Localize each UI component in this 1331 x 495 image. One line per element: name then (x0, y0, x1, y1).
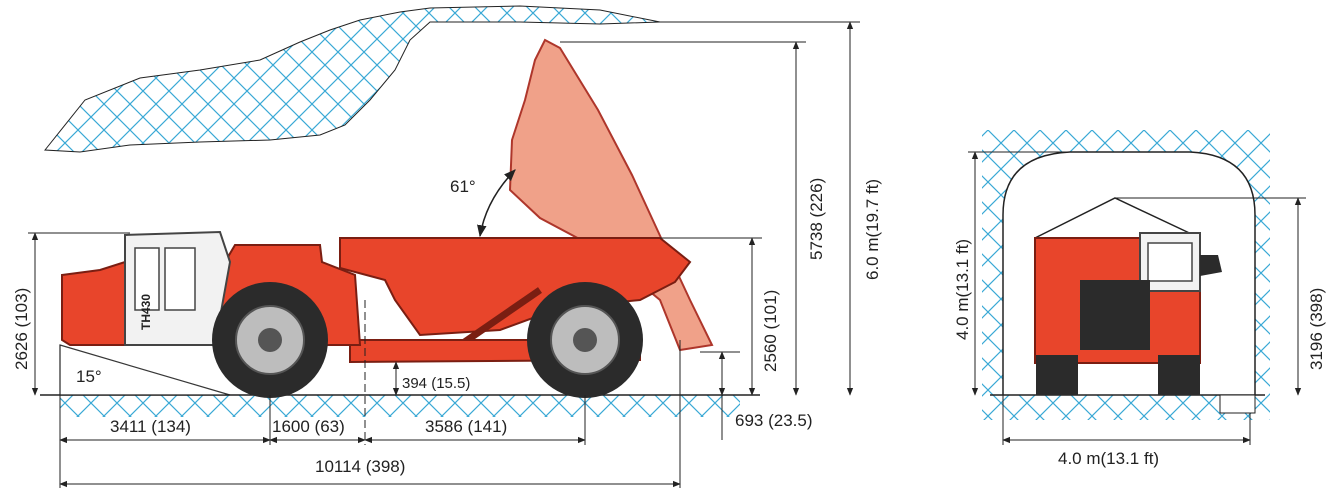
svg-text:2560 (101): 2560 (101) (761, 290, 780, 372)
dim-wheelbase-a: 1600 (63) (272, 417, 345, 436)
svg-text:2626 (103): 2626 (103) (12, 288, 31, 370)
svg-text:4.0 m(13.1 ft): 4.0 m(13.1 ft) (1058, 449, 1159, 468)
dump-angle-label: 61° (450, 177, 476, 196)
mirror (1200, 255, 1222, 276)
dim-clearance-height: 6.0 m(19.7 ft) (655, 21, 882, 396)
rock-roof (44, 5, 661, 153)
front-cab-window (1147, 242, 1193, 282)
right-tire (1158, 355, 1200, 395)
side-view: TH430 61° 15° 2626 (103) 2560 (101) (12, 5, 882, 488)
svg-text:3196 (398): 3196 (398) (1307, 288, 1326, 370)
dim-rear-height: 693 (23.5) (700, 351, 813, 440)
svg-text:693 (23.5): 693 (23.5) (735, 411, 813, 430)
dim-box-height: 2560 (101) (660, 237, 780, 396)
tunnel-outline (1002, 151, 1256, 395)
dim-horizontal-lines (59, 300, 681, 488)
dim-wheelbase-b: 3586 (141) (425, 417, 507, 436)
approach-angle-label: 15° (76, 367, 102, 386)
dim-tunnel-width: 4.0 m(13.1 ft) (1002, 395, 1251, 468)
front-wheel (212, 282, 328, 398)
drain-notch (1219, 394, 1256, 414)
rock-ground-side (60, 395, 740, 417)
dim-tunnel-height: 4.0 m(13.1 ft) (953, 151, 1115, 396)
svg-text:5738 (226): 5738 (226) (807, 178, 826, 260)
dim-front-overhang: 3411 (134) (110, 417, 191, 436)
dim-overall-length: 10114 (398) (315, 457, 405, 476)
dump-box (339, 237, 692, 337)
rear-wheel (527, 282, 643, 398)
dim-tipped-height: 5738 (226) (560, 41, 826, 396)
radiator-grille (1080, 280, 1150, 350)
svg-text:394 (15.5): 394 (15.5) (402, 375, 470, 392)
cab-window-b (164, 247, 196, 311)
dim-ground-clearance: 394 (15.5) (392, 361, 470, 396)
left-tire (1036, 355, 1078, 395)
tunnel-rock (982, 130, 1270, 420)
vehicle-label: TH430 (139, 294, 153, 330)
cab-window-a (134, 247, 160, 311)
dim-cab-height: 2626 (103) (12, 232, 130, 396)
svg-text:6.0 m(19.7 ft): 6.0 m(19.7 ft) (863, 179, 882, 280)
svg-text:4.0 m(13.1 ft): 4.0 m(13.1 ft) (953, 239, 972, 340)
dump-angle-arc (477, 169, 516, 238)
dim-vehicle-height: 3196 (398) (1115, 197, 1326, 396)
front-view: 4.0 m(13.1 ft) 3196 (398) 4.0 m(13.1 ft) (953, 130, 1326, 468)
